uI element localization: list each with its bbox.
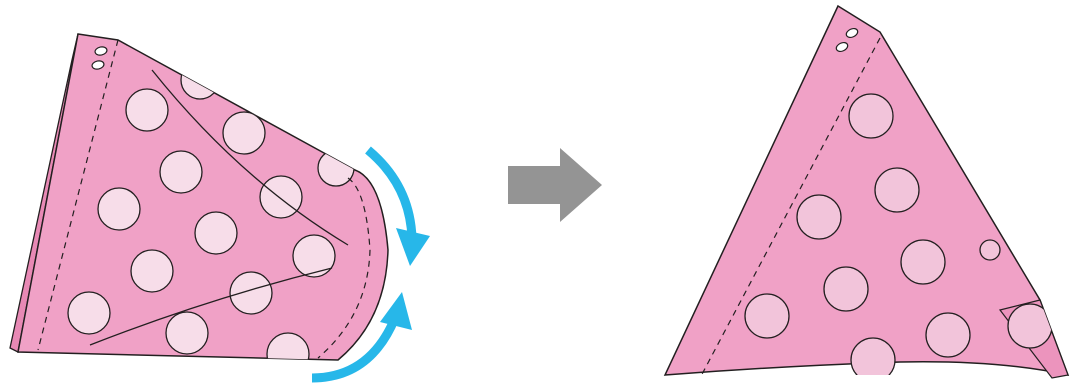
- polka-dot: [292, 234, 336, 278]
- polka-dot: [317, 149, 355, 187]
- polka-dot: [874, 167, 920, 213]
- polka-dot: [823, 266, 869, 312]
- left-fabric-cone: [9, 33, 389, 361]
- left-polka-dots: [67, 60, 355, 360]
- polka-dot: [1007, 303, 1053, 349]
- left-fabric-body: [17, 33, 389, 361]
- polka-dot: [165, 311, 209, 355]
- right-fabric-body: [663, 4, 1070, 377]
- polka-dot: [194, 211, 238, 255]
- polka-dot: [796, 194, 842, 240]
- hole-icon: [91, 46, 108, 70]
- polka-dot: [222, 111, 266, 155]
- right-polka-dots: [744, 93, 1053, 375]
- polka-dot: [97, 187, 141, 231]
- polka-dot: [67, 291, 111, 335]
- polka-dot: [125, 88, 169, 132]
- right-finished-cone: [663, 4, 1070, 379]
- left-hem-stitch: [317, 177, 371, 359]
- left-fold-line-lower: [89, 267, 333, 346]
- left-seam-line: [37, 39, 119, 351]
- left-fold-line-upper: [151, 69, 349, 246]
- polka-dot: [848, 93, 894, 139]
- polka-dot: [130, 249, 174, 293]
- polka-dot: [229, 271, 273, 315]
- right-seam-line: [699, 37, 881, 379]
- polka-dot: [180, 60, 220, 100]
- polka-dot: [900, 239, 946, 285]
- polka-dot: [266, 332, 310, 360]
- polka-dot: [979, 239, 1001, 261]
- transition-arrow-icon: [508, 148, 602, 222]
- polka-dot: [850, 337, 896, 375]
- hole-icon: [835, 27, 859, 53]
- polka-dot: [744, 293, 790, 339]
- polka-dot: [159, 150, 203, 194]
- polka-dot: [259, 175, 303, 219]
- curved-arrow-icon: [311, 146, 430, 383]
- polka-dot: [925, 312, 971, 358]
